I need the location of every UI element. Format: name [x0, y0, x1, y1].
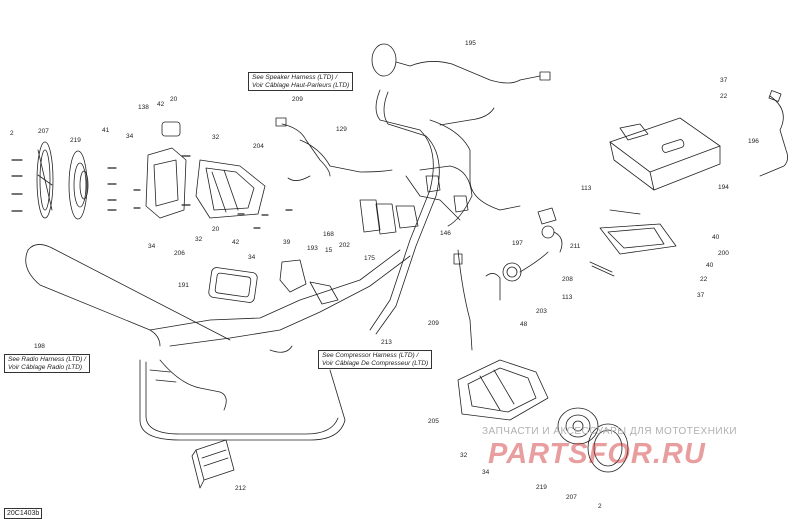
horn-195 — [371, 43, 551, 84]
speaker-pod-right — [457, 359, 549, 421]
callout-209: 209 — [292, 96, 303, 103]
callout-113: 113 — [581, 185, 592, 192]
speaker-ring-right — [557, 407, 599, 445]
callout-200: 200 — [718, 250, 729, 257]
radio-ref-line-1: See Radio Harness (LTD) / — [8, 356, 86, 363]
callout-40: 40 — [712, 234, 720, 241]
speaker-wire-209 — [275, 117, 331, 181]
socket-203 — [485, 251, 549, 301]
radio-ref-line-2: Voir Câblage Radio (LTD) — [8, 363, 83, 371]
callout-129: 129 — [336, 126, 347, 133]
control-module-212 — [191, 439, 235, 489]
callout-193: 193 — [307, 245, 318, 252]
callout-34: 34 — [126, 133, 134, 140]
callout-211: 211 — [570, 243, 581, 250]
compressor-ref-line-1: See Compressor Harness (LTD) / — [322, 352, 419, 359]
speaker-pod-left — [195, 159, 266, 219]
callout-41: 41 — [102, 127, 110, 134]
speaker-grille-left — [36, 141, 54, 219]
callout-219: 219 — [70, 137, 81, 144]
callout-208: 208 — [562, 276, 573, 283]
callout-191: 191 — [178, 282, 189, 289]
callout-195: 195 — [465, 40, 476, 47]
callout-206: 206 — [174, 250, 185, 257]
speaker-ref-line-1: See Speaker Harness (LTD) / — [252, 74, 338, 81]
callout-197: 197 — [512, 240, 523, 247]
callout-20b: 20 — [212, 226, 220, 233]
callout-196: 196 — [748, 138, 759, 145]
main-wiring-harness — [299, 89, 521, 335]
callout-20: 20 — [170, 96, 178, 103]
speaker-ref-line-2: Voir Câblage Haut-Parleurs (LTD) — [252, 81, 350, 89]
callout-113b: 113 — [562, 294, 573, 301]
watermark-logo: PARTSFOR.RU — [488, 438, 706, 470]
connector-211 — [537, 207, 557, 225]
bracket-200 — [599, 209, 677, 255]
callout-175: 175 — [364, 255, 375, 262]
radio-harness-reference: See Radio Harness (LTD) / Voir Câblage R… — [4, 354, 90, 373]
callout-207: 207 — [38, 128, 49, 135]
callout-42: 42 — [157, 101, 165, 108]
usb-socket-197 — [541, 225, 563, 253]
callout-42b: 42 — [232, 239, 240, 246]
diagram-code: 20C1403b — [4, 508, 43, 519]
harness-loop-198 — [25, 244, 411, 441]
callout-34b: 34 — [148, 243, 156, 250]
radio-mount — [279, 259, 339, 305]
callout-2: 2 — [10, 130, 14, 137]
screws-left — [11, 155, 293, 229]
callout-138: 138 — [138, 104, 149, 111]
callout-209b: 209 — [428, 320, 439, 327]
callout-48: 48 — [520, 321, 528, 328]
callout-168: 168 — [323, 231, 334, 238]
callout-212: 212 — [235, 485, 246, 492]
callout-207b: 207 — [566, 494, 577, 501]
callout-15: 15 — [325, 247, 333, 254]
harness-209-lower — [453, 249, 473, 351]
callout-22b: 22 — [700, 276, 708, 283]
callout-213: 213 — [381, 339, 392, 346]
callout-205: 205 — [428, 418, 439, 425]
wire-208 — [589, 261, 615, 277]
speaker-harness-reference: See Speaker Harness (LTD) / Voir Câblage… — [248, 72, 354, 91]
callout-2b: 2 — [598, 503, 602, 510]
callout-22: 22 — [720, 93, 728, 100]
callout-39: 39 — [283, 239, 291, 246]
callout-219b: 219 — [536, 484, 547, 491]
callout-203: 203 — [536, 308, 547, 315]
amplifier-194 — [609, 117, 721, 191]
speaker-bracket-left — [145, 121, 187, 219]
compressor-ref-line-2: Voir Câblage De Compresseur (LTD) — [322, 359, 429, 367]
callout-37: 37 — [720, 77, 728, 84]
callout-194: 194 — [718, 184, 729, 191]
callout-34c: 34 — [248, 254, 256, 261]
callout-37b: 37 — [697, 292, 705, 299]
speaker-grille-right — [587, 423, 629, 473]
compressor-harness-reference: See Compressor Harness (LTD) / Voir Câbl… — [318, 350, 433, 369]
callout-32c: 32 — [460, 452, 468, 459]
callout-40b: 40 — [706, 262, 714, 269]
callout-198: 198 — [34, 343, 45, 350]
callout-146: 146 — [440, 230, 451, 237]
radio-display — [208, 267, 258, 303]
callout-34d: 34 — [482, 469, 490, 476]
callout-32: 32 — [212, 134, 220, 141]
callout-202: 202 — [339, 242, 350, 249]
watermark-caption: ЗАПЧАСТИ И АКСЕССУАРЫ ДЛЯ МОТОТЕХНИКИ — [482, 426, 738, 437]
wire-196 — [759, 90, 788, 177]
speaker-ring-left — [68, 150, 89, 220]
callout-32b: 32 — [195, 236, 203, 243]
callout-204: 204 — [253, 143, 264, 150]
